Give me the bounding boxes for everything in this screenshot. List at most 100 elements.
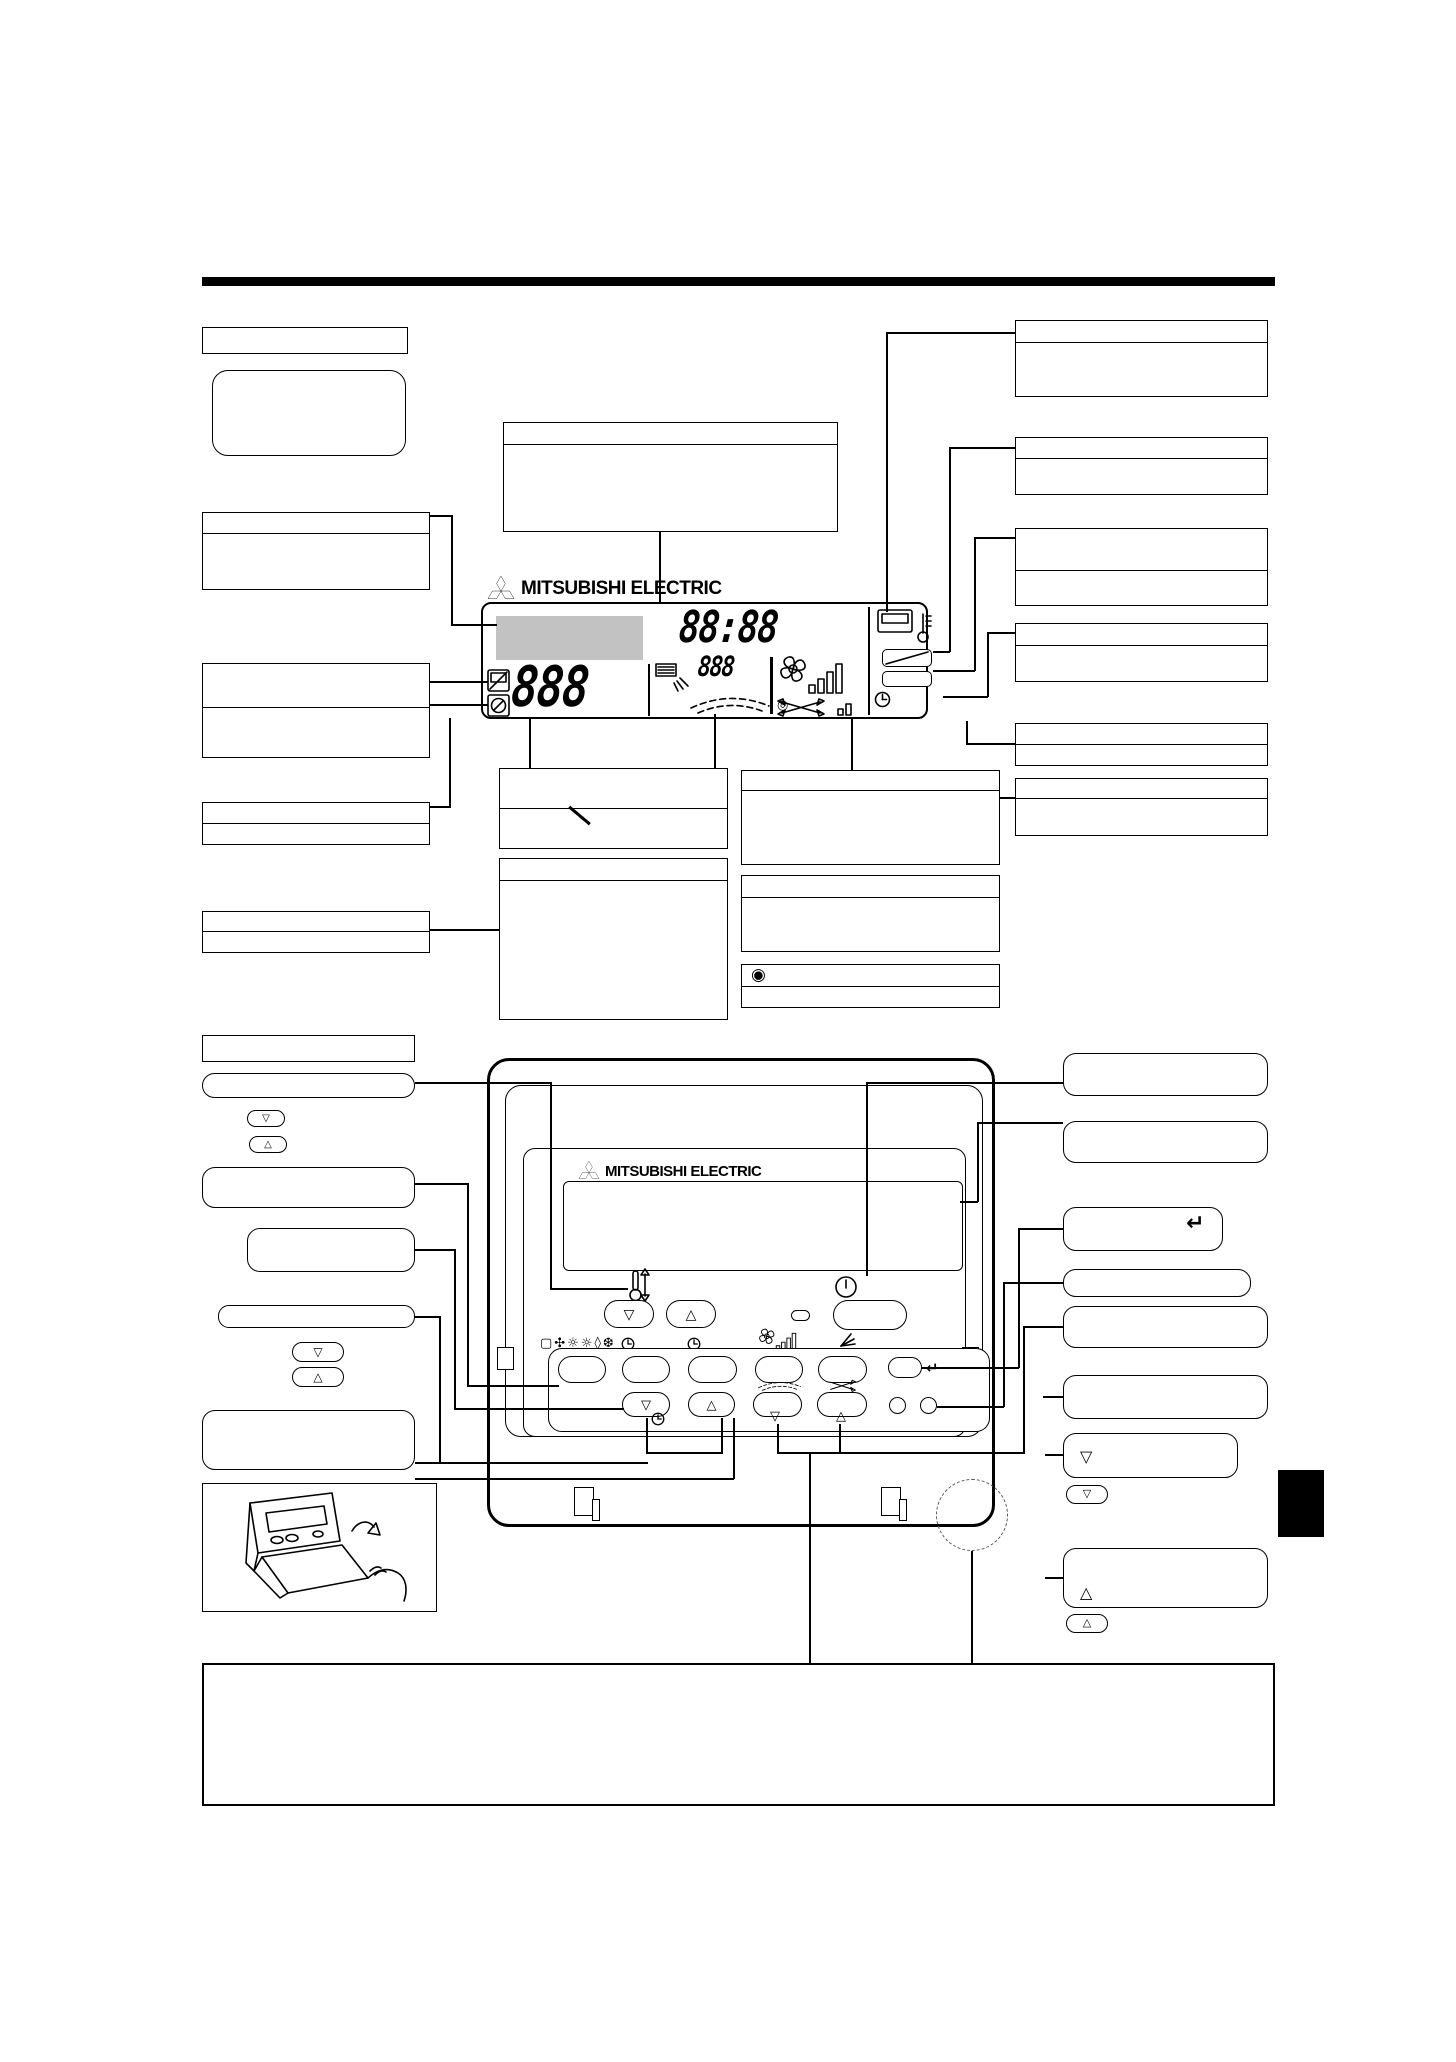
selected-dot-glyph: ◉ <box>751 965 766 985</box>
aux-button-1[interactable] <box>889 1397 906 1414</box>
callout-box <box>1015 778 1268 836</box>
temperature-adjust-icon <box>629 1268 650 1302</box>
no-function-icon <box>487 694 510 717</box>
power-icon <box>835 1276 857 1298</box>
callout-box <box>202 1073 415 1098</box>
mount-tab-right-nub <box>899 1499 907 1521</box>
connector <box>943 696 988 698</box>
connector <box>1045 1454 1063 1456</box>
swing-arcs-icon <box>690 697 770 714</box>
callout-box <box>1063 1053 1268 1096</box>
down-button-label: ▽ <box>1066 1485 1108 1504</box>
connector <box>646 1452 723 1454</box>
timer-menu-button[interactable] <box>622 1356 670 1383</box>
callout-box <box>1063 1306 1268 1348</box>
connector <box>960 1201 978 1203</box>
set-down-button[interactable]: ▽ <box>622 1392 670 1417</box>
up-button-label: △ <box>249 1136 287 1153</box>
note-box <box>202 1663 1275 1806</box>
callout-box <box>1015 723 1268 766</box>
set-up-button[interactable]: △ <box>688 1392 735 1417</box>
connector <box>974 537 976 671</box>
connector <box>646 1418 648 1453</box>
connector <box>1023 1326 1025 1454</box>
louver-button[interactable] <box>753 1392 802 1417</box>
clock-icon <box>874 691 891 708</box>
mitsubishi-mark-icon <box>487 575 515 599</box>
mode-button[interactable] <box>558 1356 606 1383</box>
connector <box>1003 1282 1005 1407</box>
connector <box>733 1418 735 1479</box>
callout-box <box>1063 1121 1268 1163</box>
callout-box <box>741 770 1000 865</box>
connector <box>987 632 1015 634</box>
connector <box>777 1452 1024 1454</box>
crossed-vanes-icon <box>777 698 852 717</box>
connector <box>449 718 451 807</box>
mount-tab-left <box>574 1487 594 1516</box>
connector <box>415 1462 648 1464</box>
airflow-button[interactable] <box>818 1356 867 1383</box>
connector <box>886 332 1015 334</box>
connector <box>714 714 716 768</box>
callout-box <box>1015 623 1268 682</box>
connector <box>949 447 1015 449</box>
timer-onoff-button[interactable] <box>688 1356 737 1383</box>
enter-button[interactable] <box>888 1357 922 1378</box>
connector <box>415 1082 551 1084</box>
detail-callout-circle <box>936 1479 1008 1551</box>
lcd-divider-bar <box>770 657 773 714</box>
connector <box>949 447 951 652</box>
callout-box <box>503 422 838 532</box>
connector <box>937 1406 1004 1408</box>
connector <box>659 532 661 602</box>
connector <box>430 515 452 517</box>
connector <box>467 1385 559 1387</box>
connector <box>866 1082 1063 1084</box>
on-off-button[interactable] <box>833 1300 907 1330</box>
brand-logotype: MITSUBISHI ELECTRIC <box>521 578 722 599</box>
illustration-box <box>202 1483 437 1612</box>
temp-up-button[interactable]: △ <box>666 1300 716 1328</box>
callout-box <box>247 1228 415 1272</box>
ventilation-button[interactable] <box>817 1392 867 1417</box>
clock-icon <box>651 1412 665 1426</box>
callout-box <box>202 327 408 354</box>
down-button-label: ▽ <box>247 1110 285 1127</box>
fan-speed-icon <box>780 656 843 694</box>
callout-box <box>202 802 430 845</box>
connector <box>1000 797 1015 799</box>
mount-tab-right <box>881 1487 901 1516</box>
temp-down-button[interactable]: ▽ <box>604 1300 654 1328</box>
section-rule <box>202 277 1275 286</box>
brand-logotype: MITSUBISHI ELECTRIC <box>605 1163 762 1180</box>
lcd-temperature-value: 888 <box>508 655 591 720</box>
callout-box <box>1063 1433 1238 1478</box>
connector <box>921 1367 1019 1369</box>
connector <box>933 670 975 672</box>
callout-box <box>202 1035 415 1062</box>
timer-diagonal-icon <box>885 651 929 665</box>
page-index-tab <box>1278 1470 1324 1537</box>
timer-off-display <box>882 671 932 687</box>
callout-box <box>202 663 430 758</box>
connector <box>1043 1396 1063 1398</box>
mitsubishi-mark-icon <box>578 1161 600 1179</box>
mount-tab-left-nub <box>592 1499 600 1521</box>
remote-screen <box>563 1181 963 1271</box>
airflow-direction-icon <box>840 1333 856 1347</box>
connector <box>851 719 853 770</box>
callout-box <box>1063 1269 1251 1297</box>
connector <box>430 806 451 808</box>
connector <box>430 704 488 706</box>
screen-thermometer-icon <box>877 609 932 643</box>
callout-box <box>741 964 1000 1008</box>
open-cover-illustration <box>245 1492 407 1602</box>
callout-box <box>202 1167 415 1208</box>
aux-button-2[interactable] <box>920 1397 937 1414</box>
connector <box>430 929 499 931</box>
connector <box>987 632 989 697</box>
up-label-glyph: △ <box>1080 1583 1093 1602</box>
connector <box>529 719 531 768</box>
